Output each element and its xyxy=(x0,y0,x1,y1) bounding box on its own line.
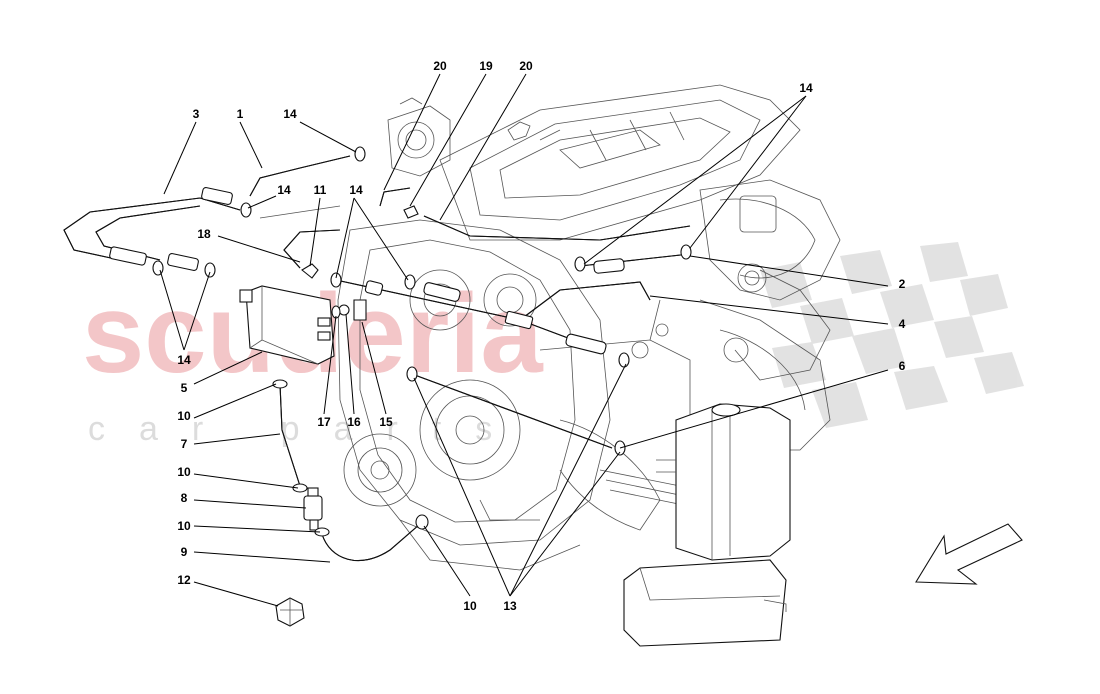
engine-block-outline xyxy=(337,84,841,571)
callout-8: 8 xyxy=(181,491,188,505)
callout-15: 15 xyxy=(379,415,393,429)
callout-14-top: 14 xyxy=(283,107,297,121)
callout-11: 11 xyxy=(314,183,327,197)
callout-17: 17 xyxy=(317,415,331,429)
callout-14-center: 14 xyxy=(349,183,363,197)
callout-19: 19 xyxy=(479,59,493,73)
callout-labels: 20 19 20 14 3 1 14 14 11 14 18 2 4 14 5 … xyxy=(177,59,905,613)
callout-4: 4 xyxy=(899,317,906,331)
callout-16: 16 xyxy=(347,415,361,429)
callout-18: 18 xyxy=(197,227,211,241)
callout-20a: 20 xyxy=(433,59,447,73)
callout-2: 2 xyxy=(899,277,906,291)
callout-9: 9 xyxy=(181,545,188,559)
callout-14-mid: 14 xyxy=(277,183,291,197)
callout-5: 5 xyxy=(181,381,188,395)
coolant-expansion-tank xyxy=(623,403,791,647)
callout-6: 6 xyxy=(899,359,906,373)
callout-10d: 10 xyxy=(463,599,477,613)
callout-7: 7 xyxy=(181,437,188,451)
front-direction-arrow-icon xyxy=(915,523,1023,585)
callout-14-top-right: 14 xyxy=(799,81,813,95)
callout-20b: 20 xyxy=(519,59,533,73)
callout-3: 3 xyxy=(193,107,200,121)
callout-10c: 10 xyxy=(177,519,191,533)
callout-10a: 10 xyxy=(177,409,191,423)
callout-13: 13 xyxy=(503,599,517,613)
callout-10b: 10 xyxy=(177,465,191,479)
callout-1: 1 xyxy=(237,107,244,121)
checker-flag-watermark xyxy=(760,242,1024,428)
callout-14-left: 14 xyxy=(177,353,191,367)
brand-subtitle-watermark: car parts xyxy=(88,410,526,448)
callout-12: 12 xyxy=(177,573,191,587)
leader-lines xyxy=(159,73,889,607)
